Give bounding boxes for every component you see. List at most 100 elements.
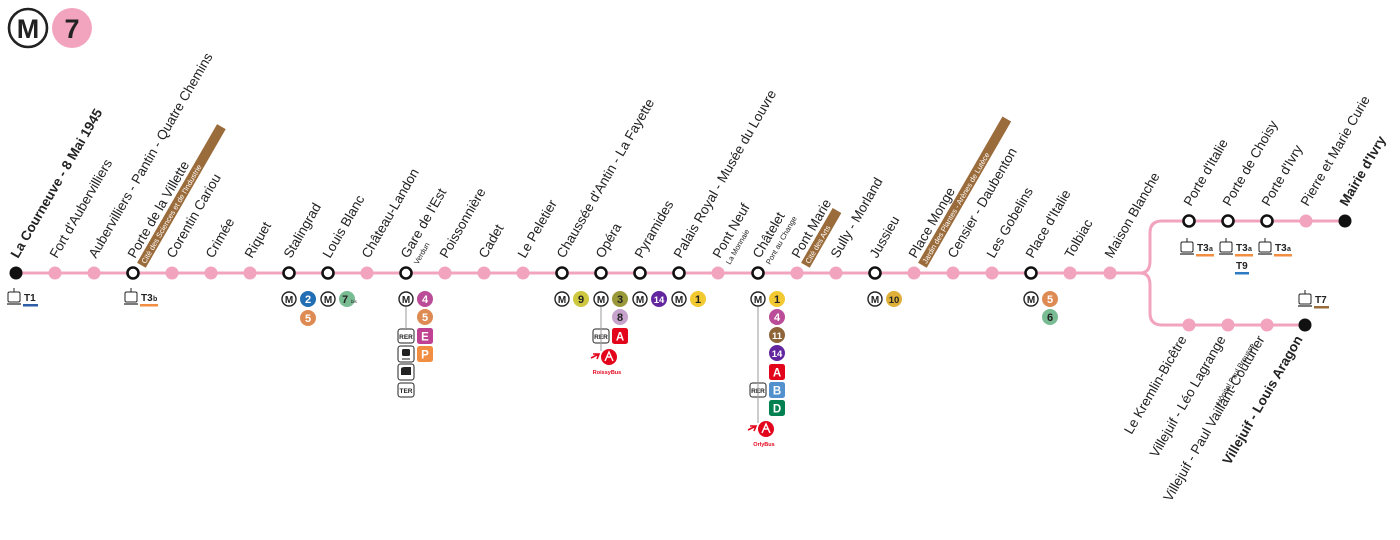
metro-line-1-badge	[690, 291, 706, 307]
rer-icon-label: RER	[399, 334, 413, 341]
metro-icon-letter: M	[871, 295, 879, 306]
station-marker	[711, 266, 725, 280]
station-name: Tolbiac	[1062, 216, 1096, 260]
rer-B-badge	[769, 382, 785, 398]
metro-line-2-label: 2	[305, 294, 311, 306]
tram-T3a-color-bar	[1274, 254, 1292, 257]
metro-line-3-label: 3	[617, 294, 623, 306]
correspondence-marker	[321, 266, 335, 280]
tram-T3a-code: T3	[1275, 243, 1287, 254]
metro-icon	[320, 291, 336, 307]
metro-icon-letter: M	[675, 295, 683, 306]
metro-line-3-badge	[612, 291, 628, 307]
metro-line-4-badge	[417, 291, 433, 307]
correspondence-marker	[1260, 214, 1274, 228]
station-marker	[946, 266, 960, 280]
metro-line-5-label: 5	[305, 313, 311, 325]
villejuif-branch-track	[1139, 271, 1305, 327]
tram-T1-code: T1	[24, 293, 36, 304]
correspondence-marker	[594, 266, 608, 280]
station-marker	[1182, 318, 1196, 332]
station-name: Le Peletier	[515, 197, 561, 261]
metro-line-10-label: 10	[889, 295, 900, 306]
correspondence-marker	[1221, 214, 1235, 228]
metro-line-10-badge	[886, 291, 902, 307]
station-marker	[165, 266, 179, 280]
tram-T3a-suffix: a	[1287, 246, 1291, 253]
metro-line-6-badge	[1042, 309, 1058, 325]
metro-line-14-badge	[651, 291, 667, 307]
tram-icon	[7, 291, 21, 303]
metro-line-14-label: 14	[654, 295, 665, 306]
tram-T1-color-bar	[23, 304, 38, 307]
metro-line-14-label: 14	[772, 349, 783, 360]
metro-line-6-label: 6	[1047, 312, 1053, 324]
metro-icon-letter: M	[402, 295, 410, 306]
metro-icon	[867, 291, 883, 307]
rer-B-label: B	[773, 386, 781, 398]
metro-line-1-badge	[769, 291, 785, 307]
station-marker	[1260, 318, 1274, 332]
correspondence-marker	[751, 266, 765, 280]
station-crimee: Crimée	[203, 215, 238, 280]
ter-icon	[397, 382, 415, 398]
rer-A-badge	[769, 364, 785, 380]
station-landmark-banner	[918, 116, 1012, 268]
station-opera: OpéraM38RERARoissyBus	[590, 220, 628, 376]
correspondence-marker	[633, 266, 647, 280]
metro-icon-letter: M	[558, 295, 566, 306]
station-le-peletier: Le Peletier	[515, 197, 561, 280]
metro-line-4-label: 4	[422, 294, 429, 306]
metro-line-8-badge	[612, 309, 628, 325]
station-name: Crimée	[203, 215, 238, 260]
metro-line-7bis-suffix: bis	[351, 299, 358, 304]
station-name: Pierre et Marie Curie	[1298, 93, 1373, 208]
roissybus-plane-icon	[590, 353, 601, 360]
rer-E-label: E	[421, 332, 429, 344]
metro-line-1-label: 1	[774, 294, 780, 306]
metro-line-5-badge	[300, 310, 316, 326]
ter-icon-label: TER	[400, 388, 413, 395]
rer-A-label: A	[773, 368, 781, 380]
station-marker	[907, 266, 921, 280]
station-marker	[516, 266, 530, 280]
metro-icon	[671, 291, 687, 307]
correspondence-marker	[555, 266, 569, 280]
metro-line-5-badge	[417, 309, 433, 325]
tram-icon	[1180, 241, 1194, 253]
line-number: 7	[64, 14, 79, 44]
tram-icon	[1298, 293, 1312, 305]
metro-icon	[632, 291, 648, 307]
tram-T9-color-bar	[1235, 272, 1249, 275]
station-marker	[790, 266, 804, 280]
rer-A-badge	[612, 328, 628, 344]
correspondence-marker	[399, 266, 413, 280]
tram-icon	[1258, 241, 1272, 253]
station-name: Opéra	[593, 220, 625, 260]
tram-T3b-code: T3	[141, 293, 153, 304]
station-tolbiac: Tolbiac	[1062, 216, 1096, 280]
station-name: Jussieu	[867, 213, 903, 260]
metro-line-9-badge	[573, 291, 589, 307]
metro-icon	[593, 291, 609, 307]
tram-T3b-suffix: b	[153, 296, 157, 303]
line-number-badge	[52, 8, 92, 48]
metro-icon	[1023, 291, 1039, 307]
orlybus-icon-tower	[761, 422, 771, 434]
metro-line-4-badge	[769, 309, 785, 325]
station-marker	[1063, 266, 1077, 280]
correspondence-marker	[282, 266, 296, 280]
tram-T3a-color-bar	[1235, 254, 1253, 257]
tram-T3a-suffix: a	[1209, 246, 1213, 253]
roissybus-label: RoissyBus	[593, 370, 621, 376]
metro-line-5-label: 5	[1047, 294, 1053, 306]
tram-T3a-suffix: a	[1248, 246, 1252, 253]
metro-icon	[281, 291, 297, 307]
tram-icon	[124, 291, 138, 303]
